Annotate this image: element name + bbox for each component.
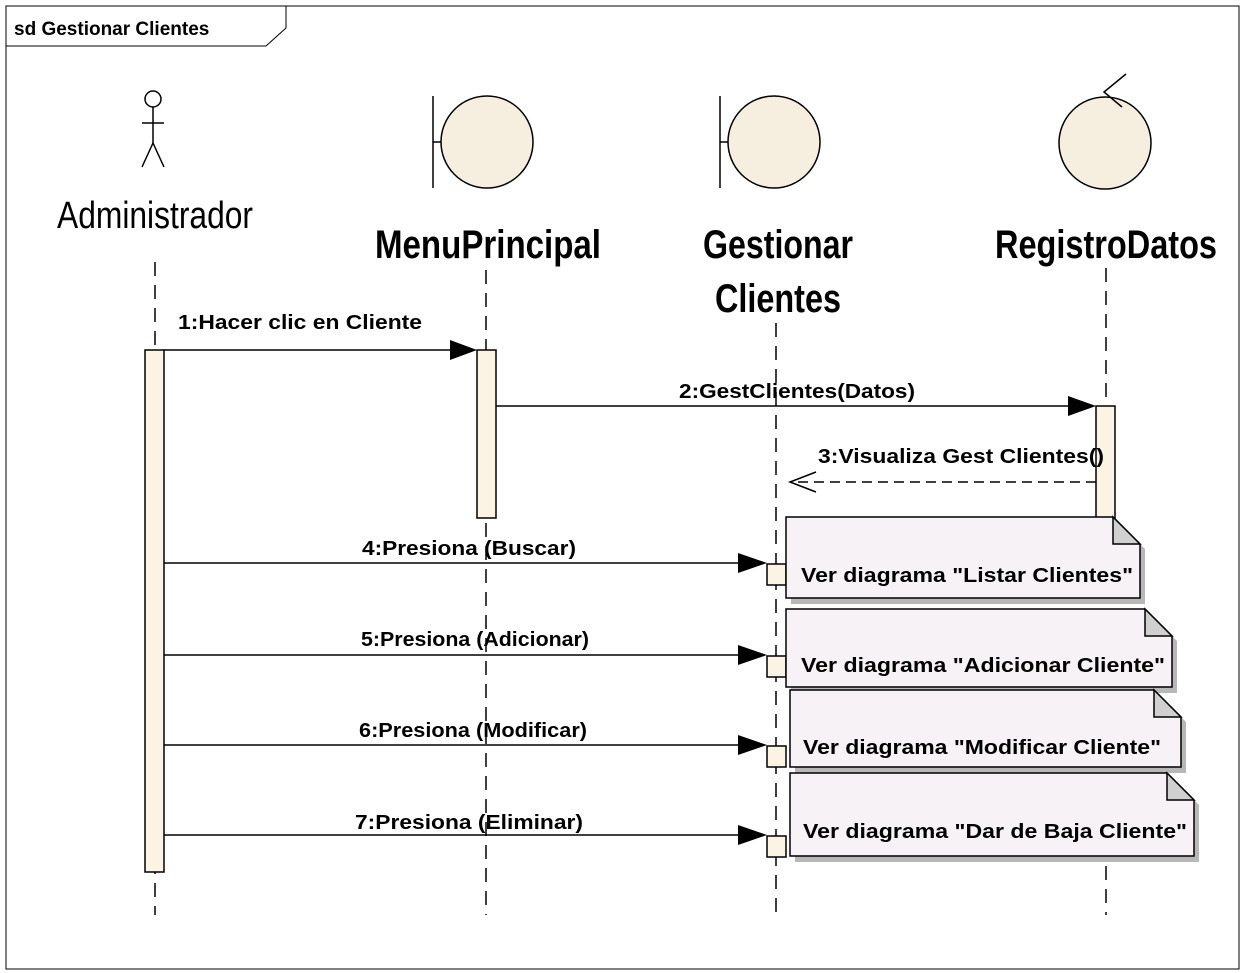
message-label-6: 6:Presiona (Modificar)	[359, 720, 587, 742]
message-5: 5:Presiona (Adicionar)	[164, 629, 767, 665]
participant-registrodatos: RegistroDatos	[995, 73, 1217, 267]
note-adicionar-cliente: Ver diagrama "Adicionar Cliente"	[785, 607, 1177, 693]
participant-gestionar-clientes: Gestionar Clientes	[703, 95, 853, 321]
activation-menuprincipal	[476, 349, 497, 519]
message-label-2: 2:GestClientes(Datos)	[679, 381, 915, 403]
message-label-1: 1:Hacer clic en Cliente	[178, 312, 422, 334]
message-label-4: 4:Presiona (Buscar)	[362, 538, 576, 560]
arrowhead-icon	[450, 340, 477, 360]
frame-label-tab	[5, 5, 287, 47]
message-label-7: 7:Presiona (Eliminar)	[355, 812, 583, 834]
note-fold-icon	[1144, 607, 1174, 637]
note-fold-icon	[1112, 515, 1142, 545]
activation-gestionar-4	[766, 835, 787, 858]
note-text-2: Ver diagrama "Adicionar Cliente"	[801, 655, 1165, 677]
message-6: 6:Presiona (Modificar)	[164, 720, 767, 755]
note-modificar-cliente: Ver diagrama "Modificar Cliente"	[789, 688, 1186, 773]
message-3: 3:Visualiza Gest Clientes()	[787, 446, 1104, 493]
boundary-icon	[719, 95, 821, 189]
control-icon	[1058, 73, 1152, 190]
participant-name-gestionar-line2: Clientes	[715, 277, 841, 321]
arrowhead-icon	[738, 553, 767, 573]
note-dar-de-baja-cliente: Ver diagrama "Dar de Baja Cliente"	[789, 771, 1199, 862]
message-1: 1:Hacer clic en Cliente	[164, 312, 477, 360]
participant-name-menuprincipal: MenuPrincipal	[375, 223, 601, 267]
message-4: 4:Presiona (Buscar)	[164, 538, 767, 573]
open-arrowhead-icon	[787, 471, 817, 493]
frame-label: sd Gestionar Clientes	[14, 19, 209, 40]
arrowhead-icon	[1068, 396, 1096, 416]
note-listar-clientes: Ver diagrama "Listar Clientes"	[785, 515, 1145, 604]
actor-administrador: Administrador	[57, 90, 253, 237]
note-fold-icon	[1153, 688, 1183, 718]
participant-name-registrodatos: RegistroDatos	[995, 223, 1217, 267]
message-2: 2:GestClientes(Datos)	[496, 381, 1096, 416]
participant-name-gestionar-line1: Gestionar	[703, 223, 853, 267]
note-fold-icon	[1166, 771, 1196, 801]
activation-administrador	[144, 349, 165, 873]
message-label-3: 3:Visualiza Gest Clientes()	[818, 446, 1104, 468]
message-7: 7:Presiona (Eliminar)	[164, 812, 767, 845]
activation-gestionar-3	[766, 745, 787, 768]
note-text-4: Ver diagrama "Dar de Baja Cliente"	[803, 821, 1187, 843]
arrowhead-icon	[738, 735, 767, 755]
arrowhead-icon	[738, 645, 767, 665]
boundary-icon	[432, 95, 534, 189]
participant-menuprincipal: MenuPrincipal	[375, 95, 601, 267]
activation-gestionar-1	[766, 563, 787, 586]
note-text-3: Ver diagrama "Modificar Cliente"	[803, 737, 1161, 759]
arrowhead-icon	[738, 825, 767, 845]
actor-stick-figure-icon	[141, 90, 165, 168]
activation-gestionar-2	[766, 655, 787, 678]
message-label-5: 5:Presiona (Adicionar)	[361, 629, 589, 651]
activation-bars	[144, 349, 1116, 873]
participant-name-administrador: Administrador	[57, 195, 253, 237]
note-text-1: Ver diagrama "Listar Clientes"	[801, 565, 1133, 587]
